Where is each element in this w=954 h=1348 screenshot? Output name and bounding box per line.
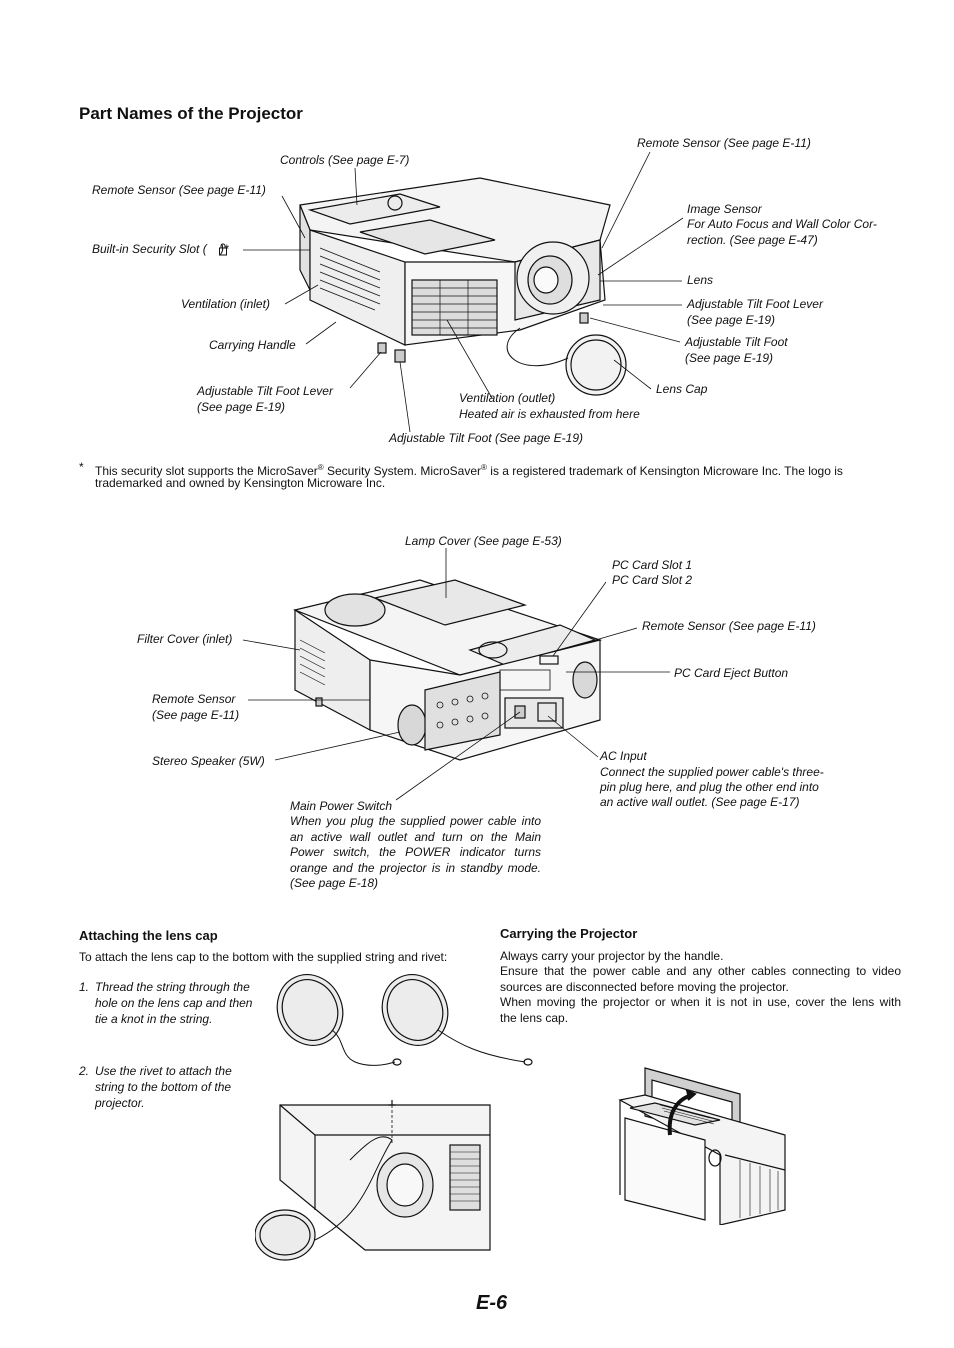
- lens-cap-rivet-illustration: [255, 1100, 491, 1261]
- label-ac-input-title: AC Input: [600, 749, 647, 763]
- carrying-line-3: sources are disconnected before moving t…: [500, 980, 789, 994]
- label-tilt-lever-left-1: Adjustable Tilt Foot Lever: [197, 384, 333, 398]
- label-main-power-2: an active wall outlet and turn on the Ma…: [290, 830, 541, 844]
- label-tilt-foot-right-1: Adjustable Tilt Foot: [685, 335, 788, 349]
- label-security-slot: Built-in Security Slot ( )*: [92, 242, 229, 256]
- step-1-line-1: Thread the string through the: [95, 980, 250, 994]
- label-controls: Controls (See page E-7): [280, 153, 410, 167]
- label-main-power-5: (See page E-18): [290, 876, 379, 890]
- label-tilt-lever-right-1: Adjustable Tilt Foot Lever: [687, 297, 823, 311]
- step-2-number: 2.: [79, 1064, 90, 1078]
- label-main-power-4: orange and the projector is in standby m…: [290, 861, 541, 875]
- label-remote-sensor-left-1: Remote Sensor: [152, 692, 236, 706]
- carrying-line-5: the lens cap.: [500, 1011, 569, 1025]
- carrying-line-1: Always carry your projector by the handl…: [500, 949, 724, 963]
- label-ventilation-outlet-1: Ventilation (outlet): [459, 391, 556, 405]
- footnote-line-2: trademarked and owned by Kensington Micr…: [95, 476, 386, 490]
- label-filter-cover: Filter Cover (inlet): [137, 632, 233, 646]
- footnote-text-a: This security slot supports the MicroSav…: [95, 464, 318, 478]
- footnote-text-b: Security System. MicroSaver: [323, 464, 482, 478]
- footnote-line-1: This security slot supports the MicroSav…: [95, 460, 905, 480]
- label-main-power-1: When you plug the supplied power cable i…: [290, 814, 541, 828]
- label-remote-sensor-left: Remote Sensor (See page E-11): [92, 183, 266, 197]
- carrying-line-2: Ensure that the power cable and any othe…: [500, 964, 901, 978]
- step-1-line-3: tie a knot in the string.: [95, 1012, 213, 1026]
- step-2-line-2: string to the bottom of the: [95, 1080, 232, 1094]
- label-ventilation-outlet-2: Heated air is exhausted from here: [459, 407, 640, 421]
- label-remote-sensor-top-right: Remote Sensor (See page E-11): [637, 136, 811, 150]
- label-lens-cap: Lens Cap: [656, 382, 708, 396]
- label-pc-card-slot-1: PC Card Slot 1: [612, 558, 693, 572]
- lens-cap-string-illustration: [276, 974, 533, 1066]
- label-image-sensor-1: Image Sensor: [687, 202, 762, 216]
- label-image-sensor-3: rection. (See page E-47): [687, 233, 818, 247]
- step-2-line-3: projector.: [95, 1096, 145, 1110]
- label-remote-sensor-right: Remote Sensor (See page E-11): [642, 619, 816, 633]
- label-pc-card-eject: PC Card Eject Button: [674, 666, 789, 680]
- carrying-line-4: When moving the projector or when it is …: [500, 995, 901, 1009]
- label-tilt-lever-left-2: (See page E-19): [197, 400, 286, 414]
- projector-front-illustration: [243, 151, 684, 433]
- registered-mark: ®: [481, 463, 487, 472]
- label-tilt-foot-right-2: (See page E-19): [685, 351, 774, 365]
- label-carrying-handle: Carrying Handle: [209, 338, 296, 352]
- label-tilt-lever-right-2: (See page E-19): [687, 313, 776, 327]
- label-ventilation-inlet: Ventilation (inlet): [181, 297, 270, 311]
- label-ac-input-3: an active wall outlet. (See page E-17): [600, 795, 800, 809]
- label-main-power-title: Main Power Switch: [290, 799, 393, 813]
- footnote-marker: *: [79, 460, 84, 474]
- kensington-lock-icon: [219, 243, 227, 256]
- label-remote-sensor-left-2: (See page E-11): [152, 708, 240, 722]
- label-lamp-cover: Lamp Cover (See page E-53): [405, 534, 562, 548]
- label-ac-input-2: pin plug here, and plug the other end in…: [600, 780, 819, 794]
- step-2-line-1: Use the rivet to attach the: [95, 1064, 232, 1078]
- page-number: E-6: [476, 1292, 508, 1314]
- step-1-number: 1.: [79, 980, 90, 994]
- step-1-line-2: hole on the lens cap and then: [95, 996, 253, 1010]
- label-stereo-speaker: Stereo Speaker (5W): [152, 754, 265, 768]
- carrying-heading: Carrying the Projector: [500, 926, 638, 941]
- label-main-power-3: Power switch, the POWER indicator turns: [290, 845, 541, 859]
- label-lens: Lens: [687, 273, 714, 287]
- projector-rear-illustration: [242, 548, 670, 801]
- label-pc-card-slot-2: PC Card Slot 2: [612, 573, 693, 587]
- registered-mark: ®: [317, 463, 324, 472]
- carrying-handle-illustration: [618, 1067, 786, 1225]
- label-image-sensor-2: For Auto Focus and Wall Color Cor-: [687, 217, 877, 231]
- label-ac-input-1: Connect the supplied power cable's three…: [600, 765, 824, 779]
- lens-cap-intro: To attach the lens cap to the bottom wit…: [79, 950, 448, 964]
- label-tilt-foot-bottom: Adjustable Tilt Foot (See page E-19): [389, 431, 583, 445]
- footnote-text-c: is a registered trademark of Kensington …: [486, 464, 843, 478]
- lens-cap-heading: Attaching the lens cap: [79, 928, 218, 943]
- page-title: Part Names of the Projector: [79, 104, 303, 123]
